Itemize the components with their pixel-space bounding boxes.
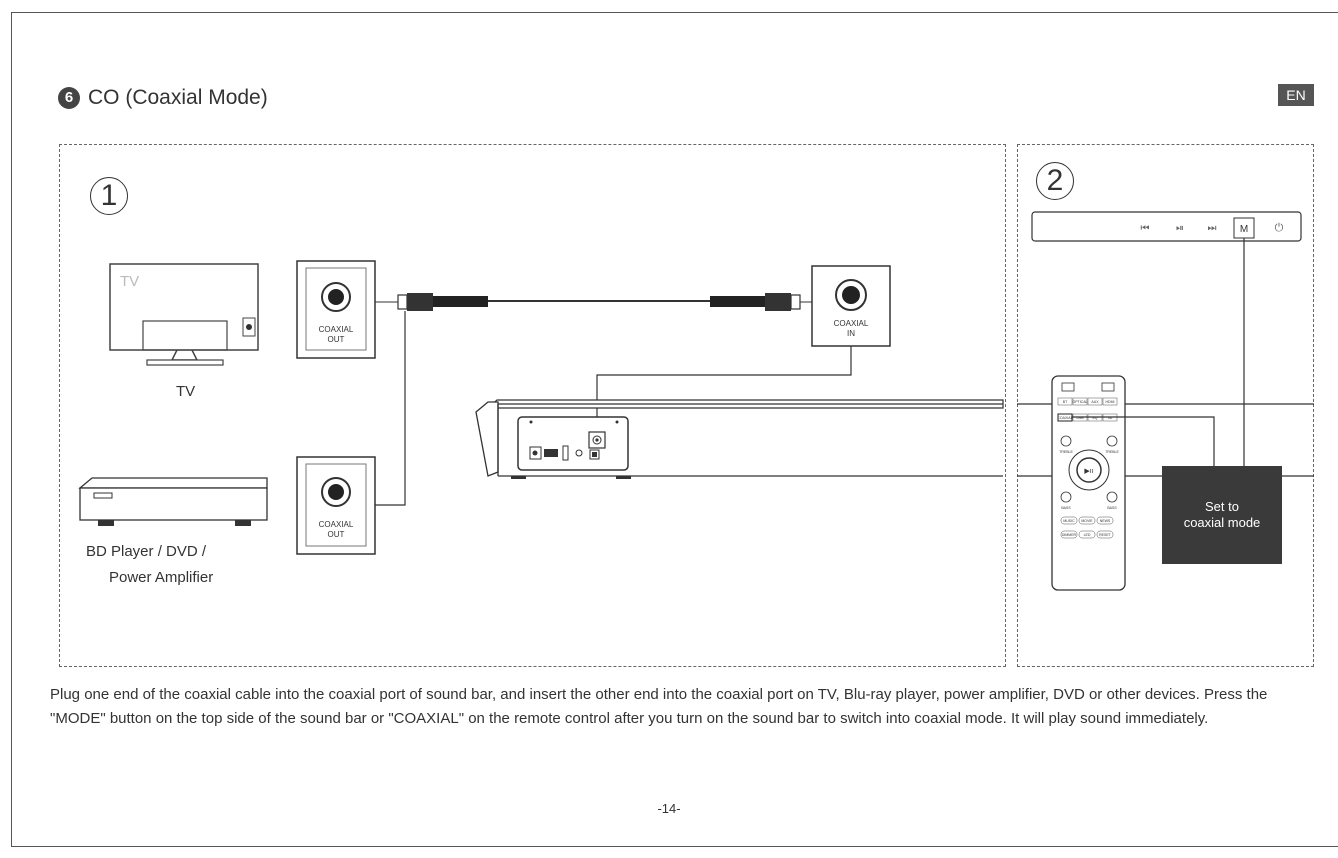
tv-port-label-2: OUT [328, 335, 345, 344]
coaxial-cable [375, 293, 812, 506]
remote-play-icon: ▶ıı [1084, 467, 1093, 475]
remote-btn-dimmer: DIMMER [1062, 533, 1077, 537]
soundbar-top-panel: ⏮ ⏯ ⏭ M ⏻ [1031, 211, 1302, 466]
note-line1: Set to [1205, 499, 1239, 514]
page-number: -14- [657, 801, 681, 816]
step2-panel [1017, 144, 1314, 667]
bd-caption-line2: Power Amplifier [109, 569, 213, 586]
remote-btn-bt: BT [1063, 400, 1068, 404]
bd-caption-line1: BD Player / DVD / [86, 543, 207, 560]
remote-btn-hdmi: HDMI [1106, 400, 1115, 404]
remote-btn-usb: USB [1076, 416, 1084, 420]
tv-port-label-1: COAXIAL [319, 325, 354, 334]
remote-treble-right: TREBLE [1105, 450, 1119, 454]
language-badge: EN [1278, 84, 1314, 106]
bd-player-illustration: BD Player / DVD / Power Amplifier [78, 477, 268, 586]
soundbar-coaxial-in-port: COAXIAL IN [596, 265, 891, 432]
remote-btn-reset: RESET [1099, 533, 1112, 537]
power-icon: ⏻ [1275, 221, 1284, 234]
coaxial-mode-note: Set to coaxial mode [1162, 466, 1282, 564]
remote-btn-aux: AUX [1091, 400, 1099, 404]
soundbar-rear-illustration [475, 399, 1004, 479]
bd-coaxial-out-port: COAXIAL OUT [296, 456, 376, 555]
tv-coaxial-out-port: COAXIAL OUT [296, 260, 376, 359]
remote-btn-coaxial: COAXIAL [1057, 416, 1072, 420]
step1-number: 1 [90, 177, 128, 215]
remote-btn-eq: EQ [1092, 416, 1097, 420]
step2-number: 2 [1036, 162, 1074, 200]
tv-screen-label: TV [120, 273, 139, 290]
remote-bass-left: BASS [1061, 506, 1071, 510]
instructions-paragraph: Plug one end of the coaxial cable into t… [50, 686, 1268, 727]
remote-treble-left: TREBLE [1059, 450, 1073, 454]
play-pause-icon: ⏯ [1176, 223, 1184, 234]
remote-btn-3d: 3D [1108, 416, 1113, 420]
remote-btn-music: MUSIC [1063, 519, 1075, 523]
bar-port-label-1: COAXIAL [834, 319, 869, 328]
tv-caption: TV [176, 383, 195, 400]
section-title: 6 CO (Coaxial Mode) [58, 86, 268, 110]
note-line2: coaxial mode [1183, 515, 1261, 530]
step1-panel [59, 144, 1006, 667]
bar-port-label-2: IN [847, 329, 855, 338]
remote-btn-news: NEWS [1100, 519, 1111, 523]
next-icon: ⏭ [1208, 223, 1217, 234]
section-title-text: CO (Coaxial Mode) [88, 86, 268, 109]
remote-btn-optical: OPTICAL [1073, 400, 1088, 404]
bd-port-label-1: COAXIAL [319, 520, 354, 529]
remote-control: BT OPTICAL AUX HDMI COAXIAL USB EQ 3D TR… [1051, 375, 1215, 591]
remote-bass-right: BASS [1107, 506, 1117, 510]
remote-btn-led: LED [1084, 533, 1091, 537]
remote-btn-movie: MOVIE [1081, 519, 1093, 523]
tv-illustration: TV TV [109, 263, 259, 400]
bd-port-label-2: OUT [328, 530, 345, 539]
mode-key: M [1240, 224, 1248, 235]
section-number: 6 [58, 87, 80, 109]
prev-icon: ⏮ [1141, 223, 1150, 234]
page-frame [11, 12, 1338, 847]
